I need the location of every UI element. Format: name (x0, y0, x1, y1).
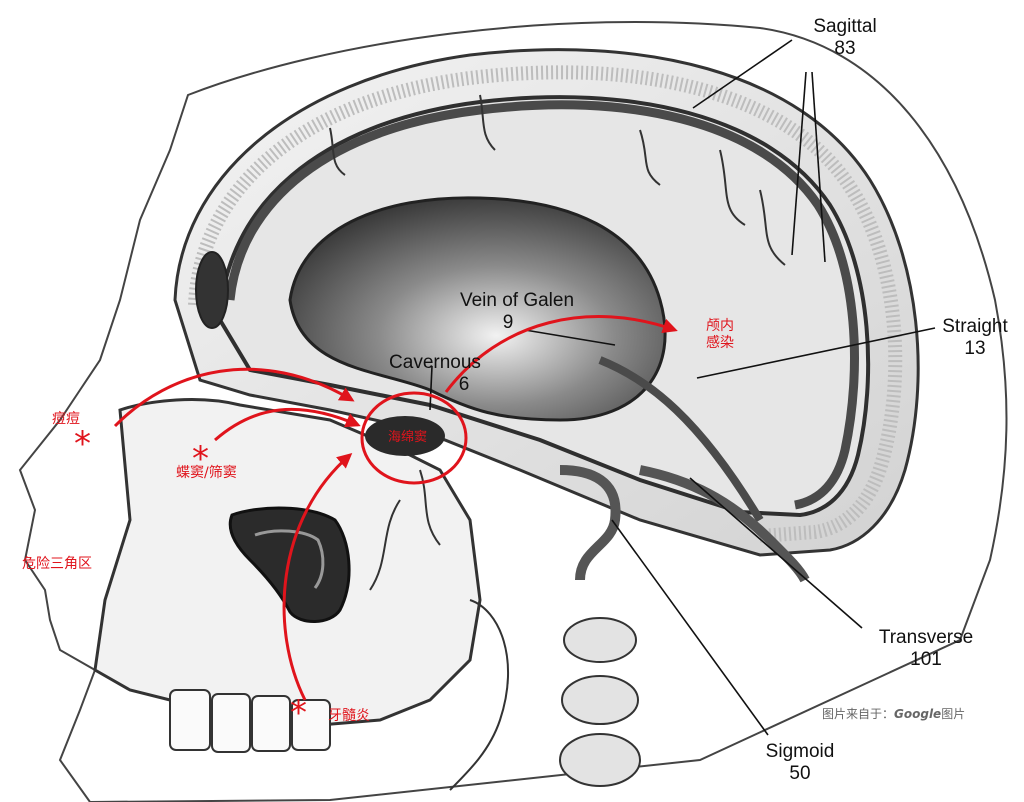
transverse-sinus (639, 465, 810, 583)
label-straight: Straight 13 (925, 316, 1024, 360)
sagittal-pointer-1 (692, 39, 793, 109)
acne-label: 痘痘 (52, 411, 80, 427)
galen-name: Vein of Galen (459, 290, 575, 311)
label-transverse: Transverse 101 (856, 627, 996, 671)
sinusitis-label: 蝶窦/筛窦 (176, 465, 237, 481)
arrow-sinus-to-cavernous (214, 407, 361, 442)
arrow-dental-to-cavernous (282, 453, 353, 701)
intracranial-label: 颅内 感染 (706, 318, 734, 352)
image-credit: 图片来自于：Google图片 (822, 705, 965, 722)
sigmoid-value: 50 (789, 762, 811, 784)
transverse-value: 101 (910, 648, 942, 670)
cavernous-sinus-shape (365, 416, 445, 456)
galen-pointer (524, 329, 616, 346)
straight-name: Straight (942, 316, 1008, 337)
straight-sinus (598, 356, 764, 523)
sagittal-pointer-3 (811, 71, 826, 263)
dental-label: 牙髓炎 (328, 708, 370, 724)
cavernous-cn-label: 海绵窦 (388, 430, 428, 445)
maxillary-sinus (228, 506, 351, 623)
label-sagittal: Sagittal 83 (790, 16, 900, 60)
credit-prefix: 图片来自于： (822, 707, 895, 721)
intracranial-line-1: 颅内 (706, 318, 734, 334)
arrow-acne-to-cavernous (113, 367, 355, 428)
label-vein-of-galen: Vein of Galen 9 (432, 290, 602, 334)
straight-value: 13 (964, 337, 986, 359)
intracranial-line-2: 感染 (706, 334, 734, 351)
dental-star-icon: * (290, 693, 307, 733)
sagittal-sinus (225, 100, 859, 510)
sigmoid-sinus (559, 465, 621, 581)
galen-value: 9 (502, 311, 514, 333)
sigmoid-name: Sigmoid (765, 741, 835, 762)
frontal-sinus (195, 251, 229, 329)
arrow-cavernous-to-intracranial (444, 315, 678, 393)
label-cavernous: Cavernous 6 (370, 352, 500, 396)
acne-star-icon: * (74, 424, 91, 464)
danger-triangle-label: 危险三角区 (22, 556, 92, 572)
transverse-name: Transverse (878, 627, 974, 648)
label-sigmoid: Sigmoid 50 (740, 741, 860, 785)
credit-brand: Google (894, 707, 942, 721)
cavernous-name: Cavernous (389, 352, 481, 373)
straight-pointer (696, 327, 936, 379)
sagittal-name: Sagittal (813, 16, 877, 37)
sinus-star-icon: * (192, 439, 209, 479)
sagittal-pointer-2 (791, 71, 807, 256)
cavernous-value: 6 (458, 373, 470, 395)
teeth (169, 689, 331, 753)
credit-suffix: 图片 (941, 707, 966, 721)
sigmoid-pointer (611, 519, 769, 736)
transverse-pointer (689, 477, 863, 629)
sagittal-value: 83 (834, 37, 856, 59)
cervical-spine (449, 599, 641, 791)
cavernous-circle (360, 391, 468, 485)
cavernous-pointer (429, 365, 433, 411)
lateral-ventricle (288, 196, 667, 422)
